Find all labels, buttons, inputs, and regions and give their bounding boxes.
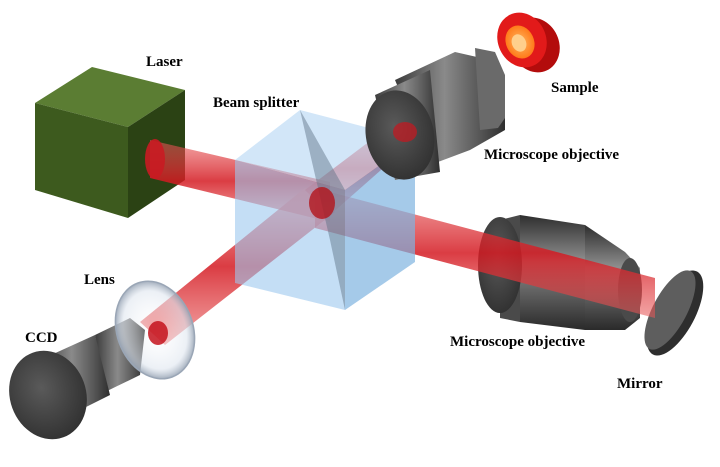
laser-box — [35, 67, 185, 218]
mirror-label: Mirror — [617, 376, 663, 392]
objective-top — [365, 48, 505, 180]
lens — [114, 280, 196, 380]
laser-label: Laser — [146, 54, 183, 70]
ccd-label: CCD — [25, 330, 58, 346]
sample — [497, 12, 560, 73]
lens-label: Lens — [84, 272, 115, 288]
sample-label: Sample — [551, 80, 599, 96]
beam-splitter-cube — [235, 110, 415, 310]
laser-aperture — [145, 139, 165, 179]
beam-splitter-label: Beam splitter — [213, 95, 300, 111]
objective-top-label: Microscope objective — [484, 147, 620, 163]
objective-bottom-label: Microscope objective — [450, 334, 586, 350]
mirror — [644, 270, 704, 356]
